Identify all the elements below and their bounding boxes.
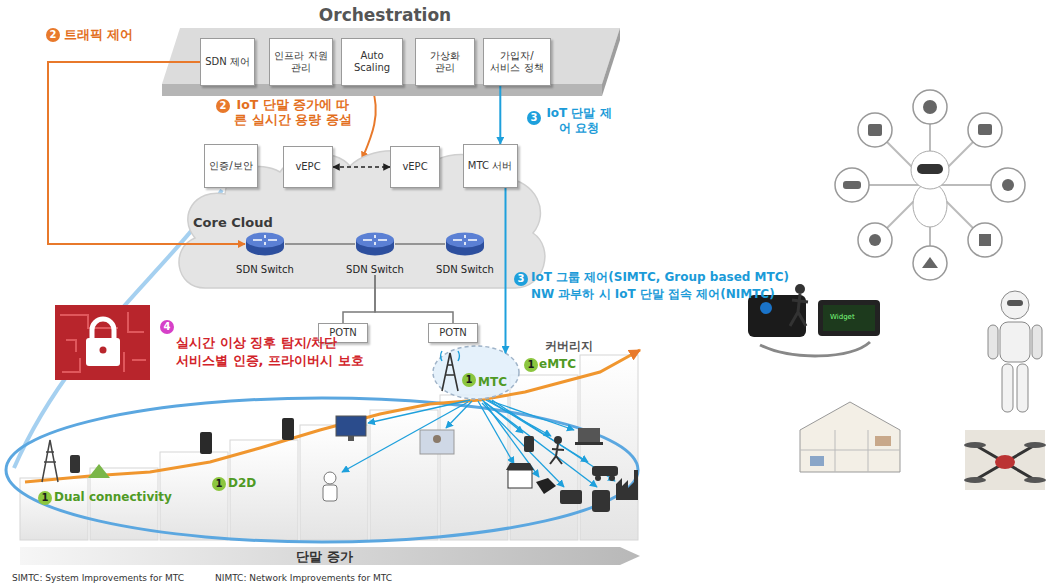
switch-label: SDN Switch [346, 264, 404, 275]
cell-label: MTC [478, 375, 507, 389]
orchestration-platform: OrchestrationSDN 제어 인프라 자원 관리 Auto Scaling… [150, 4, 620, 100]
box-label: SDN 제어 [205, 56, 250, 68]
tech-label: Dual connectivity [54, 490, 172, 504]
sdn-switch: SDN Switch [343, 232, 407, 274]
callout-number: 3 [527, 111, 541, 125]
process-box: Auto Scaling [341, 38, 403, 86]
dual-connectivity-icons [42, 440, 110, 482]
stair-blocks [20, 355, 638, 540]
process-box: 가입자/서비스 정책 [483, 38, 551, 86]
mtc-cell: MTC [432, 345, 520, 400]
switch-icon [355, 232, 395, 256]
box-label: vEPC [402, 161, 427, 173]
cloud-title: Core Cloud [193, 215, 273, 230]
callout-number: 1 [462, 373, 476, 387]
process-box: MTC 서버 [463, 144, 518, 188]
footnote: NIMTC: Network Improvements for MTC [215, 573, 392, 583]
annotation: 서비스별 인증, 프라이버시 보호 [176, 352, 364, 370]
box-label: MTC 서버 [468, 160, 512, 172]
callout-number: 1 [38, 491, 52, 505]
drone-image [964, 430, 1046, 490]
process-box: vEPC [283, 146, 333, 188]
box-label: vEPC [295, 161, 320, 173]
connector [499, 86, 501, 144]
process-box: SDN 제어 [200, 38, 255, 86]
axis-label: 단말 증가 [296, 548, 353, 566]
tech-label: D2D [228, 476, 256, 490]
screen-text: Widget [830, 313, 855, 321]
core-cloud: Core Cloud 인증/보안 vEPC vEPC MTC 서버 SDN Switch S… [165, 128, 550, 298]
service-icon-wheel [835, 90, 1025, 280]
footnote: SIMTC: System Improvements for MTC [12, 573, 184, 583]
sdn-switch: SDN Switch [433, 232, 497, 274]
box-label: 가상화 관리 [419, 50, 471, 74]
connector [285, 243, 355, 245]
box-label: 인프라 자원 관리 [273, 50, 329, 74]
process-box: POTN [428, 323, 478, 343]
annotation: IoT 단말 제어 요청 [543, 106, 615, 136]
callout-number: 1 [524, 358, 538, 372]
switch-label: SDN Switch [436, 264, 494, 275]
auto-scaling-arrow [362, 88, 376, 159]
callout-number: 3 [514, 272, 528, 286]
callout-number: 4 [160, 320, 174, 334]
callout-number: 2 [46, 28, 60, 42]
box-label: 인증/보안 [209, 160, 252, 172]
process-box: 인증/보안 [204, 144, 258, 188]
switch-label: SDN Switch [236, 264, 294, 275]
connector [505, 188, 507, 353]
switch-icon [245, 232, 285, 256]
cell-ellipse [432, 345, 520, 400]
annotation: NW 과부하 시 IoT 단말 접속 제어(NIMTC) [531, 287, 775, 302]
platform-title: Orchestration [150, 4, 620, 26]
callout-number: 1 [212, 477, 226, 491]
sdn-switch: SDN Switch [233, 232, 297, 274]
device-arrows [342, 400, 615, 487]
process-box: 가상화 관리 [415, 38, 475, 86]
area-label: 커버리지 [545, 338, 593, 355]
annotation: IoT 단말 증가에 따른 실시간 용량 증설 [232, 97, 354, 127]
box-label: Auto Scaling [345, 50, 399, 74]
annotation: 트래픽 제어 [64, 27, 133, 42]
tech-label: eMTC [539, 357, 576, 371]
terminal-growth-bar [20, 547, 640, 565]
d2d-phones [200, 418, 294, 454]
process-box: vEPC [390, 146, 440, 188]
annotation: 실시간 이상 징후 탐지/차단 [176, 334, 337, 352]
callout-number: 2 [216, 99, 230, 113]
coverage-ellipse [6, 398, 638, 542]
box-label: POTN [439, 327, 467, 339]
connector [395, 243, 445, 245]
annotation: IoT 그룹 제어(SIMTC, Group based MTC) [531, 270, 789, 285]
security-graphic [55, 305, 150, 380]
process-box: 인프라 자원 관리 [269, 38, 333, 86]
humanoid-robot-image [988, 291, 1042, 412]
box-label: 가입자/서비스 정책 [487, 50, 547, 74]
switch-icon [445, 232, 485, 256]
smart-home-image [800, 402, 900, 472]
iot-devices [323, 416, 638, 512]
